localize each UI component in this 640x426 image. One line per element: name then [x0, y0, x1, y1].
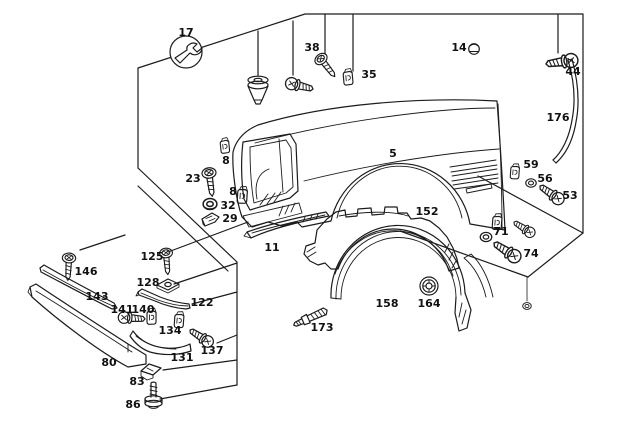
part-label-140: 140 [132, 303, 155, 316]
part-label-143: 143 [86, 290, 109, 303]
clip-icon-59 [509, 162, 521, 180]
trim-strip-143 [39, 264, 118, 310]
part-label-173: 173 [311, 321, 334, 334]
trim-strip-176 [552, 58, 579, 164]
part-label-86: 86 [125, 398, 141, 411]
part-label-80: 80 [101, 356, 117, 369]
stud-icon-173 [293, 307, 328, 327]
trim-strip-122 [135, 288, 191, 310]
grommet-icon-corner [522, 302, 532, 310]
part-label-122: 122 [191, 296, 214, 309]
part-label-158: 158 [376, 297, 399, 310]
part-label-32: 32 [220, 199, 235, 212]
part-label-164: 164 [418, 297, 441, 310]
part-label-56: 56 [537, 172, 553, 185]
clip-icon-128 [156, 278, 180, 294]
trim-molding-131 [129, 330, 192, 356]
rocker-molding-80 [27, 283, 147, 368]
bolt-icon-74 [489, 236, 525, 267]
arch-liner-band-158 [330, 224, 494, 332]
labels-layer: 1738351444176582383229115956537174152158… [75, 26, 581, 411]
part-label-8-b: 8 [229, 185, 237, 198]
part-label-11: 11 [264, 241, 279, 254]
screw-icon-71 [510, 217, 538, 241]
part-label-137: 137 [201, 344, 224, 357]
clip-icon-35 [342, 67, 354, 86]
clip-icon-29 [201, 212, 220, 227]
washer-icon-56 [525, 178, 537, 188]
expanding-rivet-icon [247, 75, 269, 105]
part-label-23: 23 [185, 172, 200, 185]
screw-icon-23 [200, 166, 220, 198]
part-label-38: 38 [304, 41, 319, 54]
clip-icon-8a [219, 136, 231, 155]
trim-molding-11 [243, 211, 330, 239]
part-label-8-a: 8 [222, 154, 230, 167]
part-label-176: 176 [547, 111, 570, 124]
part-label-53: 53 [562, 189, 577, 202]
part-label-17: 17 [178, 26, 193, 39]
part-label-134: 134 [159, 324, 182, 337]
part-label-59: 59 [523, 158, 538, 171]
grommet-icon-32 [202, 197, 218, 211]
part-label-29: 29 [222, 212, 237, 225]
part-label-74: 74 [523, 247, 539, 260]
part-label-141: 141 [111, 303, 134, 316]
wrench-icon [169, 35, 203, 69]
screw-icon-top [283, 75, 316, 96]
diagram-border [137, 13, 584, 386]
leader-lines [79, 13, 584, 400]
part-label-128: 128 [137, 276, 160, 289]
part-label-146: 146 [75, 265, 98, 278]
clip-icon-83 [140, 363, 162, 381]
fender-panel [232, 99, 506, 231]
part-label-83: 83 [129, 375, 144, 388]
grommet-icon-164 [419, 276, 439, 296]
screw-icon-38 [312, 50, 341, 82]
part-label-131: 131 [171, 351, 194, 364]
bolt-icon-86 [144, 381, 163, 409]
part-label-35: 35 [361, 68, 376, 81]
part-label-125: 125 [141, 250, 164, 263]
part-label-5: 5 [389, 147, 397, 160]
part-label-71: 71 [493, 225, 508, 238]
part-label-152: 152 [416, 205, 439, 218]
washer-icon-71 [479, 231, 493, 243]
nut-icon-14 [468, 43, 480, 55]
part-label-14: 14 [451, 41, 467, 54]
part-label-44: 44 [565, 65, 581, 78]
